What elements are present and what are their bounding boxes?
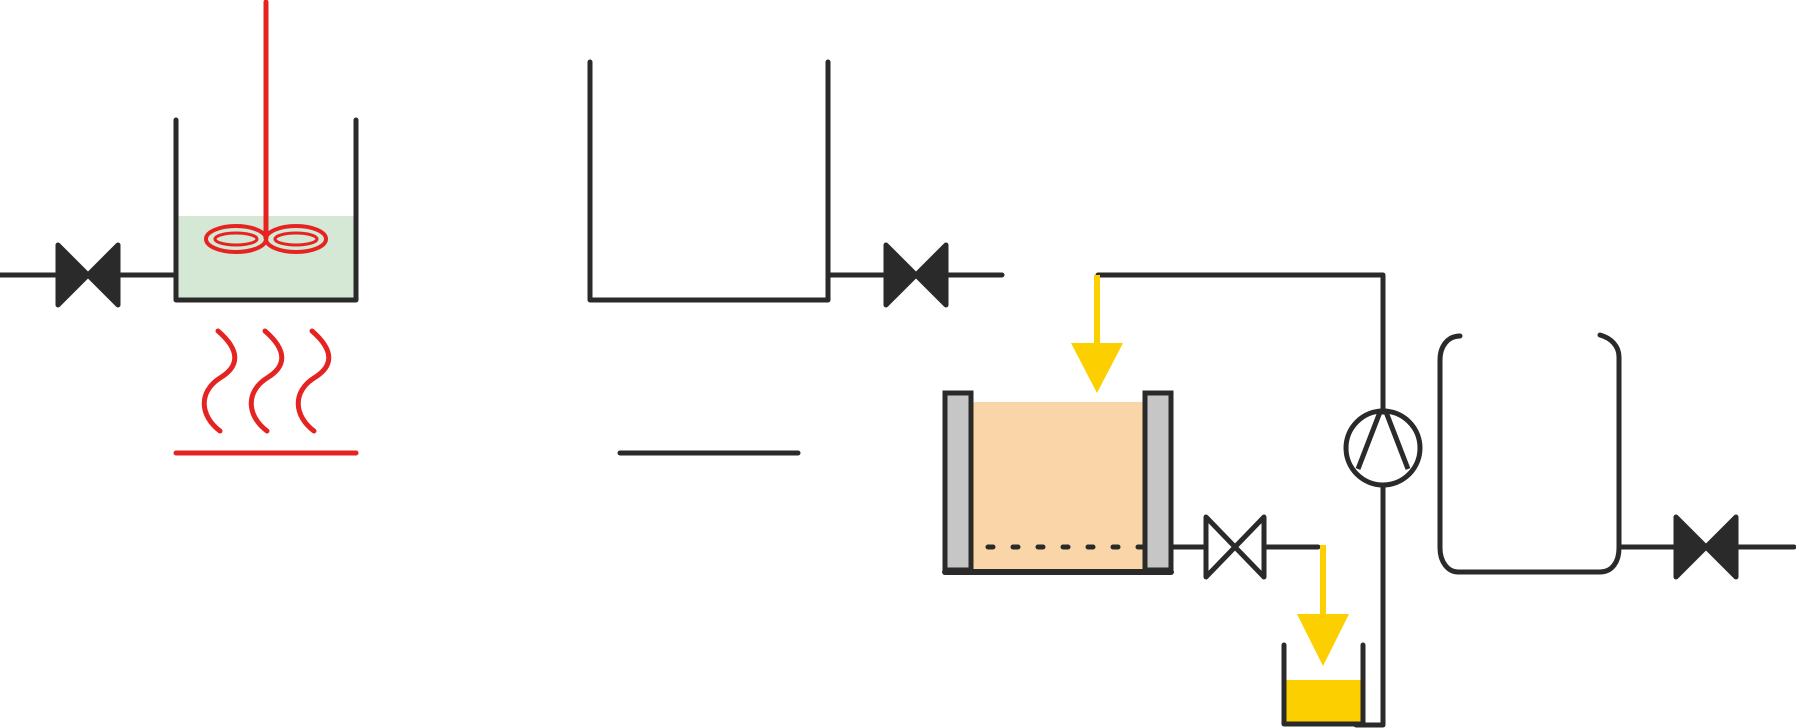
stirrer-blade-right-inner bbox=[273, 231, 319, 247]
tank-valve-right-triangle bbox=[913, 242, 949, 308]
filter-wall-right bbox=[1142, 390, 1174, 573]
recycle-pipe bbox=[1095, 272, 1386, 414]
open-tank[interactable] bbox=[587, 59, 831, 456]
filtrate-vessel-walls bbox=[1281, 642, 1366, 727]
filter-outlet-valve[interactable] bbox=[1168, 514, 1321, 580]
filter-cake bbox=[970, 402, 1143, 570]
filter-valve-right-triangle bbox=[1232, 514, 1267, 580]
filter-unit[interactable] bbox=[942, 390, 1174, 575]
filtrate-arrow-head bbox=[1297, 614, 1349, 666]
stirrer-blade-left-inner bbox=[213, 231, 259, 247]
tank-valve-left-triangle bbox=[883, 242, 919, 308]
outlet-valve-left-triangle bbox=[1673, 514, 1709, 580]
stirrer-blade-right bbox=[264, 224, 328, 254]
filter-wall-left bbox=[942, 390, 974, 573]
feed-arrow-head bbox=[1071, 343, 1123, 393]
tank-vessel bbox=[587, 59, 831, 303]
filtrate-liquid bbox=[1286, 680, 1361, 722]
tank-outlet-valve[interactable] bbox=[825, 242, 1005, 308]
reactor-vessel bbox=[173, 117, 359, 303]
outlet-valve-right-triangle bbox=[1703, 514, 1739, 580]
pump-casing bbox=[1343, 408, 1423, 488]
feed-arrow bbox=[1071, 275, 1123, 393]
stirrer[interactable] bbox=[204, 0, 328, 254]
valve-left-triangle bbox=[55, 242, 91, 308]
filter-valve-left-triangle bbox=[1203, 514, 1238, 580]
heater[interactable] bbox=[173, 328, 359, 456]
heat-wave-3 bbox=[295, 328, 332, 434]
outlet-valve[interactable] bbox=[1616, 514, 1796, 580]
inlet-valve[interactable] bbox=[0, 242, 179, 308]
heat-wave-1 bbox=[201, 328, 238, 434]
heat-wave-2 bbox=[248, 328, 285, 434]
pump[interactable] bbox=[1343, 408, 1423, 488]
receiver-vessel-walls bbox=[1437, 332, 1622, 575]
receiver-vessel[interactable] bbox=[1437, 332, 1622, 575]
valve-right-triangle bbox=[85, 242, 121, 308]
pump-impeller-triangle bbox=[1355, 409, 1411, 470]
filtrate-vessel[interactable] bbox=[1281, 642, 1366, 727]
filtrate-arrow bbox=[1297, 545, 1349, 666]
